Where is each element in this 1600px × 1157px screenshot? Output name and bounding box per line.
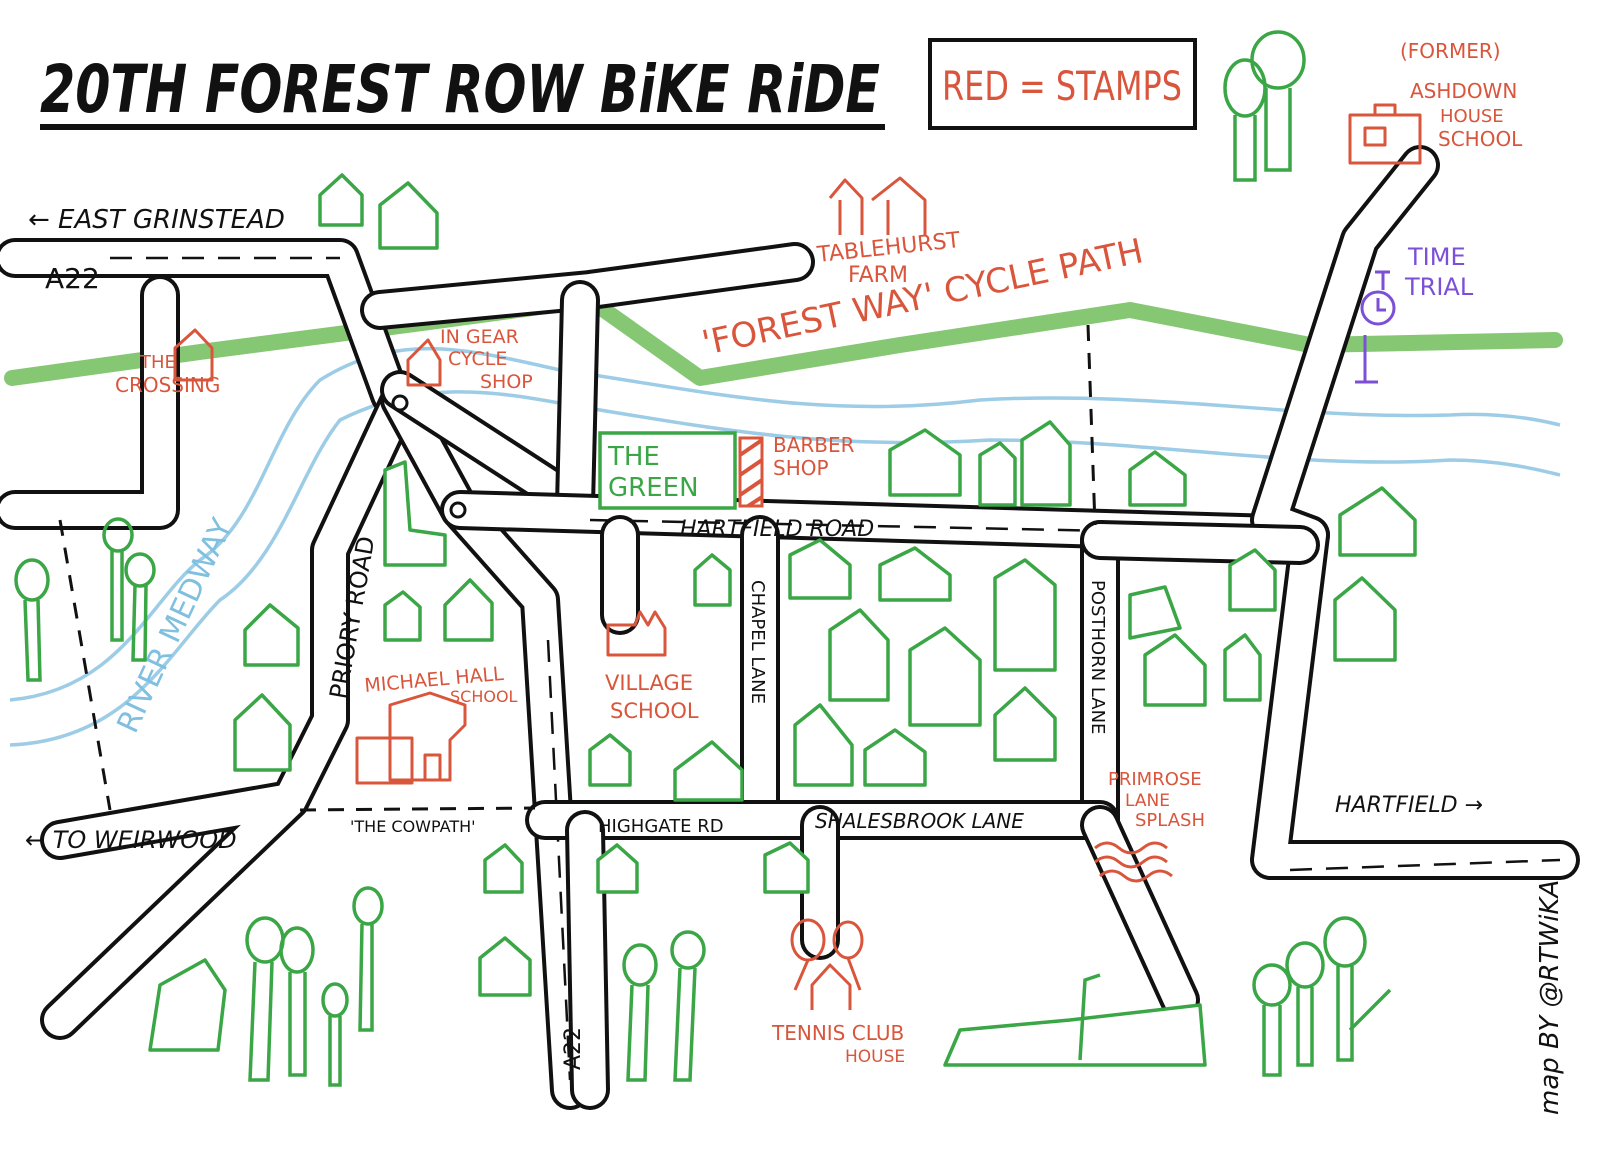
ashdown-label-1: (FORMER): [1400, 39, 1501, 63]
primrose-label-1: PRIMROSE: [1108, 769, 1202, 790]
road-label-a22-bottom: A22: [561, 1027, 586, 1070]
michael-hall-label-2: SCHOOL: [450, 687, 518, 706]
legend-box: [928, 38, 1197, 130]
primrose-label-3: SPLASH: [1135, 810, 1205, 831]
map-title: 20TH FOREST ROW BiKE RiDE: [40, 51, 880, 128]
the-green-label-1: THE: [607, 442, 660, 472]
stamp-the-crossing: [173, 328, 214, 382]
the-green-box: [598, 431, 737, 510]
stamp-primrose-splash: [1094, 841, 1173, 883]
ashdown-label-2: ASHDOWN: [1410, 79, 1517, 103]
stamp-village-school: [606, 610, 667, 657]
houses: [148, 173, 1417, 1052]
stamp-tennis-club: [790, 918, 864, 1010]
forest-way-cycle-path: [4, 292, 1563, 386]
road-label-chapel-lane: CHAPEL LANE: [747, 580, 768, 704]
tennis-label-2: HOUSE: [845, 1047, 905, 1067]
legend-text: RED = STAMPS: [942, 64, 1182, 110]
river-label: RIVER MEDWAY: [111, 513, 241, 739]
village-school-label-2: SCHOOL: [610, 699, 699, 723]
time-trial-label-2: TRIAL: [1404, 273, 1474, 301]
in-gear-label-1: IN GEAR: [440, 326, 519, 348]
the-crossing-label-2: CROSSING: [115, 373, 220, 397]
time-trial-label-1: TIME: [1407, 243, 1466, 271]
barber-label-2: SHOP: [773, 456, 829, 480]
tablehurst-label-2: FARM: [848, 263, 908, 288]
road-label-shalesbrook-lane: SHALESBROOK LANE: [815, 809, 1024, 833]
stamp-barber-shop: [738, 436, 764, 508]
credit-label: map BY @RTWiKA: [1535, 880, 1565, 1115]
direction-east-grinstead: ← EAST GRINSTEAD: [28, 205, 285, 235]
direction-to-weirwood: ← TO WEIRWOOD: [25, 826, 237, 854]
primrose-label-2: LANE: [1125, 791, 1170, 811]
road-label-posthorn-lane: POSTHORN LANE: [1087, 580, 1108, 734]
trees: [14, 30, 1392, 1087]
stamp-ashdown-house: [1348, 103, 1422, 165]
village-school-label-1: VILLAGE: [605, 671, 693, 695]
road-label-a22-top: A22: [45, 262, 100, 295]
title-underline: [40, 124, 885, 130]
road-label-cowpath: 'THE COWPATH': [350, 817, 476, 836]
stamp-in-gear-shop: [406, 338, 442, 387]
road-label-highgate-rd: HIGHGATE RD: [598, 816, 724, 837]
stamp-michael-hall: [355, 691, 467, 785]
barber-label-1: BARBER: [773, 433, 855, 457]
footpaths: [58, 324, 1097, 812]
direction-hartfield: HARTFIELD →: [1335, 793, 1483, 818]
in-gear-label-2: CYCLE: [448, 348, 507, 370]
time-trial-marker: [1355, 270, 1396, 384]
the-crossing-label-1: THE: [139, 352, 176, 373]
tennis-label-1: TENNIS CLUB: [771, 1021, 904, 1045]
in-gear-label-3: SHOP: [480, 371, 533, 393]
ashdown-label-4: SCHOOL: [1438, 127, 1523, 151]
the-green-label-2: GREEN: [608, 473, 699, 503]
roads: [0, 145, 1580, 1110]
road-label-hartfield-road: HARTFIELD ROAD: [680, 517, 874, 542]
ashdown-label-3: HOUSE: [1440, 106, 1504, 127]
stamp-tablehurst-farm: [828, 176, 927, 235]
